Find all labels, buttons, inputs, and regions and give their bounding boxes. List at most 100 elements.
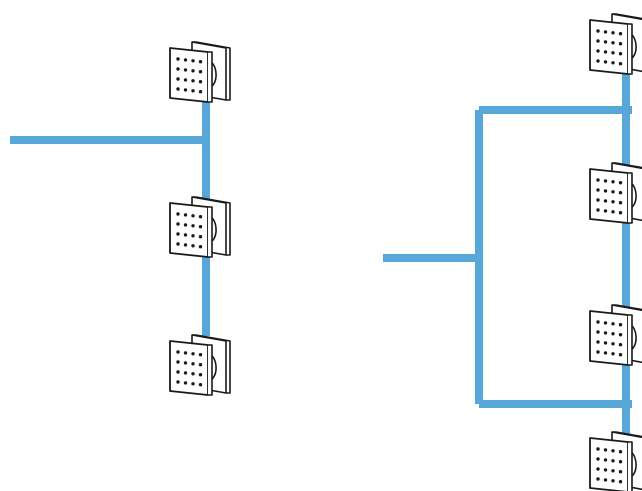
nozzle-dot [611,479,615,483]
nozzle-dot [611,332,615,336]
nozzle-dot [183,213,188,217]
nozzle-dot [618,323,623,327]
nozzle-dot [176,350,180,354]
nozzle-dot [191,69,195,73]
nozzle-dot [183,371,188,375]
nozzle-dot [618,62,623,66]
nozzle-dot [596,467,600,471]
nozzle-dot [183,243,188,247]
nozzle-dot [603,189,608,193]
nozzle-dot [603,30,608,34]
nozzle-dot [611,41,615,45]
nozzle-dot [611,61,615,65]
body-jet-icon [169,196,231,258]
nozzle-dot [596,188,600,192]
nozzle-dot [176,380,180,384]
nozzle-dot [596,39,600,43]
nozzle-dot [183,351,188,355]
nozzle-dot [183,78,188,82]
nozzle-dot [618,201,623,205]
nozzle-dot [191,244,195,248]
nozzle-dot [603,40,608,44]
nozzle-dot [603,60,608,64]
nozzle-dot [191,214,195,218]
nozzle-dot [603,478,608,482]
nozzle-dot [183,58,188,62]
nozzle-dot [183,381,188,385]
nozzle-dot [198,245,203,249]
nozzle-dot [618,480,623,484]
nozzle-dot [618,343,623,347]
body-jet-icon [589,162,642,224]
body-jet-icon [589,304,642,366]
nozzle-dot [191,59,195,63]
nozzle-dot [183,361,188,365]
nozzle-dot [191,234,195,238]
nozzle-dot [596,29,600,33]
nozzle-dot [198,215,203,219]
nozzle-dot [603,331,608,335]
nozzle-dot [603,351,608,355]
nozzle-dot [618,181,623,185]
nozzle-dot [191,372,195,376]
nozzle-dot [176,212,180,216]
nozzle-dot [596,178,600,182]
nozzle-dot [191,362,195,366]
nozzle-dot [618,470,623,474]
nozzle-dot [603,50,608,54]
nozzle-dot [183,223,188,227]
nozzle-dot [611,459,615,463]
nozzle-dot [618,460,623,464]
supply-pipe-right [383,60,632,460]
nozzle-dot [611,210,615,214]
nozzle-dot [176,232,180,236]
nozzle-dot [596,198,600,202]
body-jet-icon [589,431,642,491]
nozzle-dot [603,209,608,213]
nozzle-dot [611,51,615,55]
nozzle-dot [596,208,600,212]
nozzle-dot [611,342,615,346]
nozzle-dot [596,320,600,324]
nozzle-dot [596,477,600,481]
nozzle-dot [191,89,195,93]
nozzle-dot [183,233,188,237]
nozzle-dot [603,179,608,183]
nozzle-dot [611,449,615,453]
body-jet-icon [589,13,642,75]
nozzle-dot [603,199,608,203]
nozzle-dot [183,68,188,72]
body-jet-icon [169,334,231,396]
nozzle-dot [611,190,615,194]
nozzle-dot [618,211,623,215]
nozzle-dot [618,333,623,337]
nozzle-dot [618,52,623,56]
nozzle-dot [603,448,608,452]
nozzle-dot [618,353,623,357]
series-connection [10,41,231,396]
nozzle-dot [191,382,195,386]
nozzle-dot [176,77,180,81]
nozzle-dot [596,447,600,451]
nozzle-dot [596,340,600,344]
nozzle-dot [176,370,180,374]
nozzle-dot [603,321,608,325]
nozzle-dot [198,60,203,64]
nozzle-dot [611,200,615,204]
nozzle-dot [191,79,195,83]
nozzle-dot [596,350,600,354]
nozzle-dot [198,90,203,94]
nozzle-dot [191,352,195,356]
nozzle-dot [618,450,623,454]
nozzle-dot [603,341,608,345]
nozzle-dot [183,88,188,92]
nozzle-dot [198,373,203,377]
nozzle-dot [611,322,615,326]
nozzle-dot [198,80,203,84]
nozzle-dot [611,352,615,356]
nozzle-dot [596,49,600,53]
nozzle-dot [176,67,180,71]
nozzle-dot [596,59,600,63]
nozzle-dot [603,458,608,462]
